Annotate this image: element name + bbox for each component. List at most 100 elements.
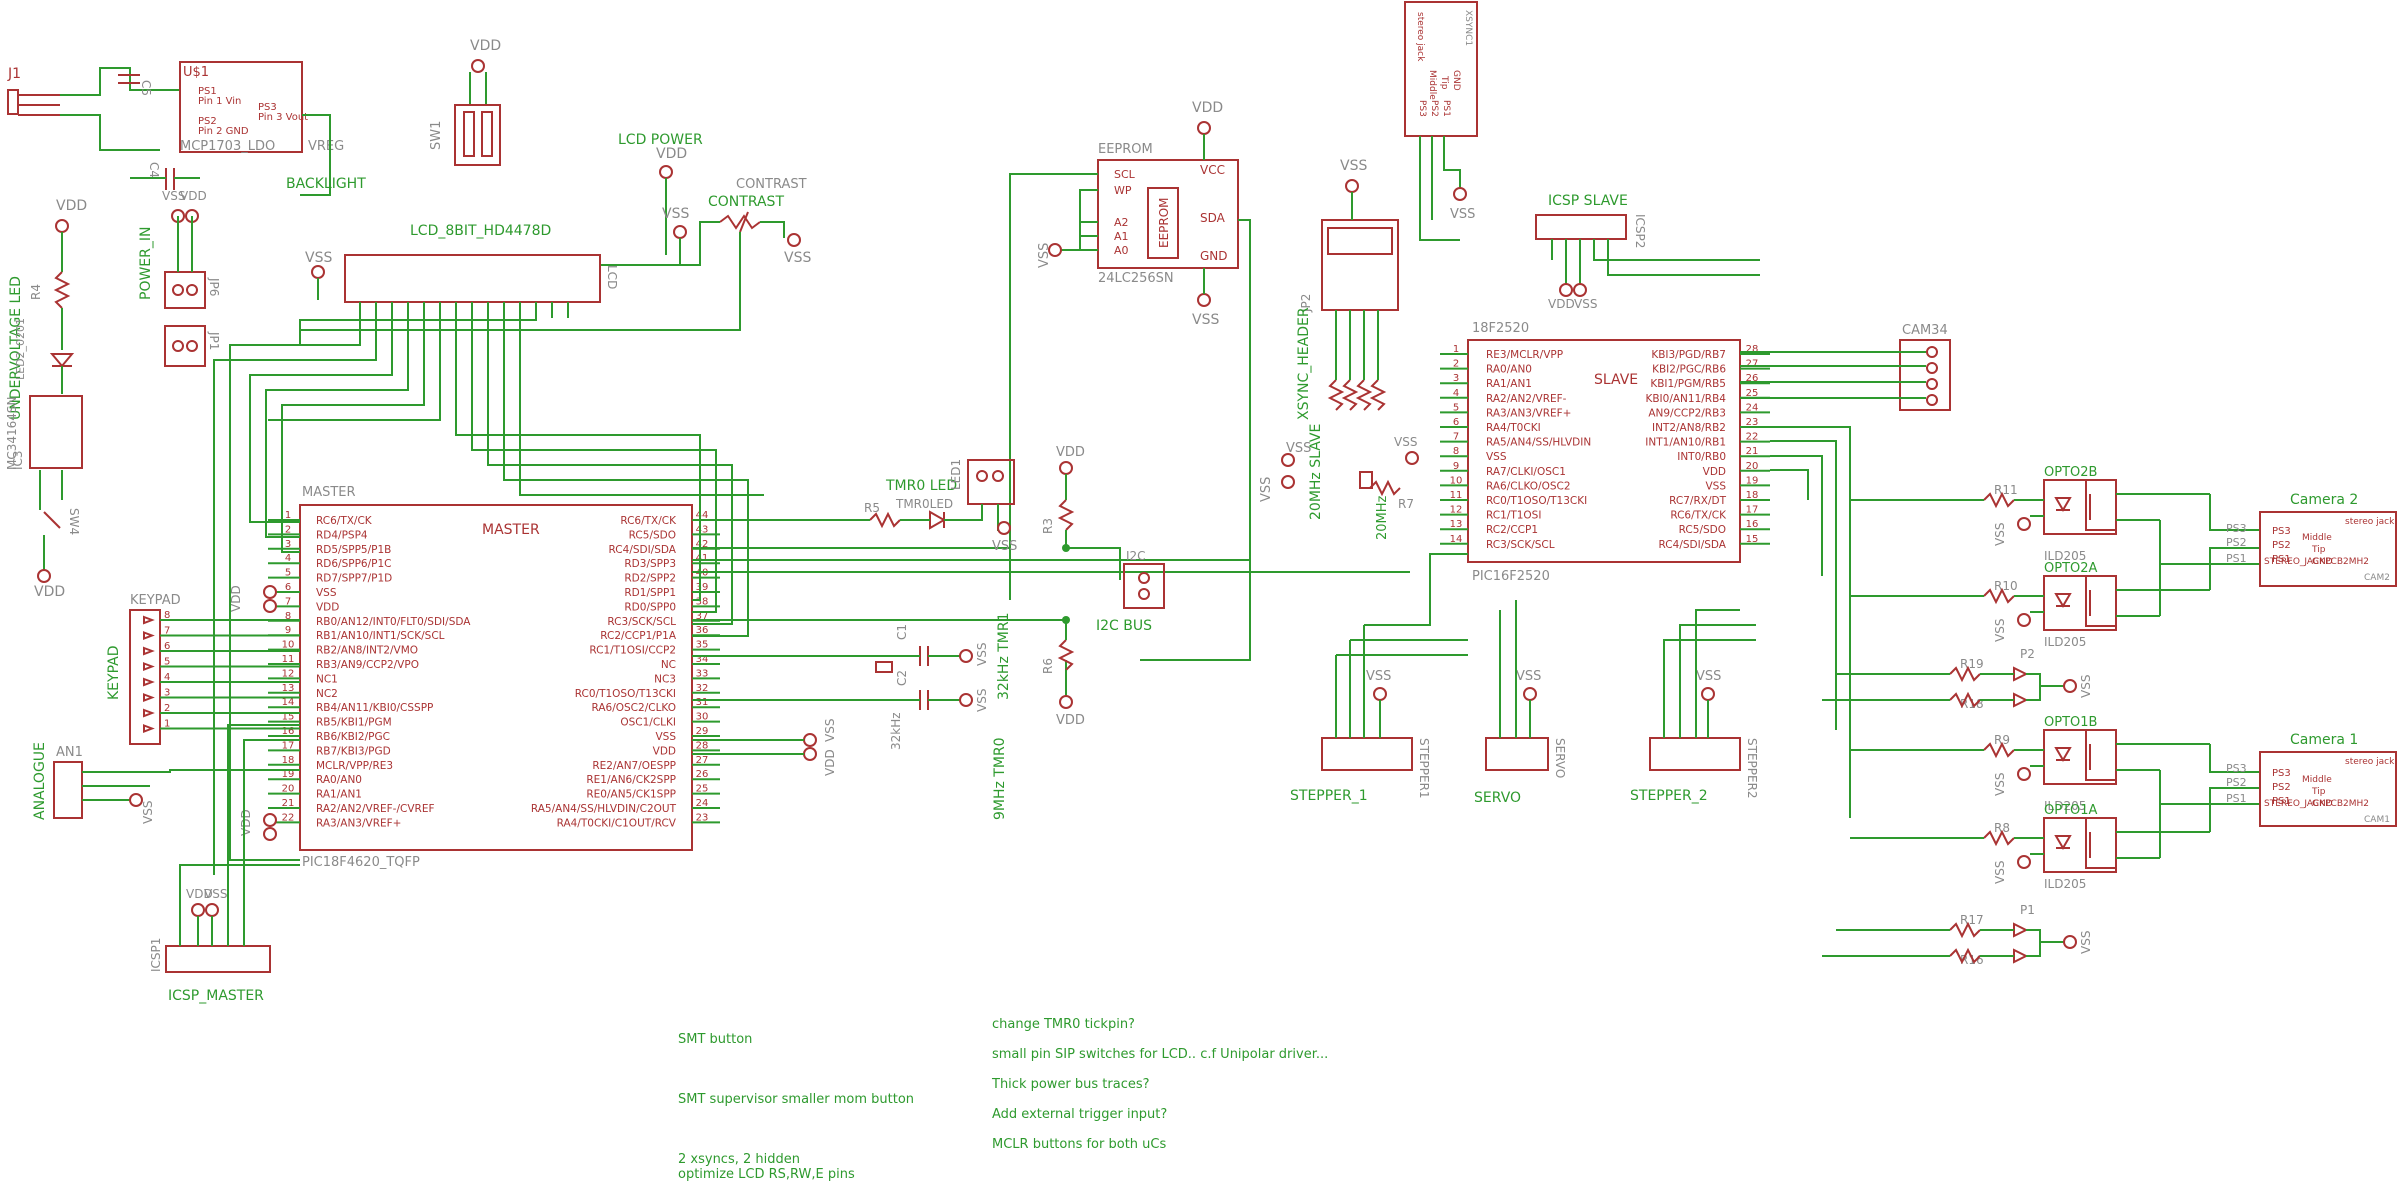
keypad-pin-number: 4	[164, 672, 170, 683]
slave-pin-name: RC4/SDI/SDA	[1659, 539, 1727, 551]
cam1-gnd-wire	[2159, 770, 2260, 858]
svg-text:9MHz TMR0: 9MHz TMR0	[992, 737, 1008, 820]
slave-pin-name: RE3/MCLR/VPP	[1486, 349, 1563, 361]
note-6: small pin SIP switches for LCD.. c.f Uni…	[992, 1047, 1328, 1062]
master-pin-name: RC2/CCP1/P1A	[600, 630, 677, 642]
keypad-pin-number: 8	[164, 610, 170, 621]
slave-pin-name: RC6/TX/CK	[1670, 510, 1727, 522]
master-pin-name: RB7/KBI3/PGD	[316, 745, 391, 757]
master-pin-number: 3	[285, 539, 291, 550]
svg-text:PS1: PS1	[198, 86, 217, 97]
opto-label: OPTO2B	[2044, 465, 2097, 480]
svg-text:stereo jack: stereo jack	[2345, 757, 2395, 767]
vss-label: VSS	[2079, 931, 2093, 954]
keypad-arrow	[143, 724, 155, 733]
camera2-label: Camera 2	[2290, 492, 2358, 508]
svg-text:VDD: VDD	[656, 146, 687, 162]
j1-label: J1	[7, 66, 21, 82]
master-pin-number: 16	[282, 726, 295, 737]
slave-opto-wire	[1770, 426, 1851, 818]
master-pin-number: 20	[282, 784, 295, 795]
vss-label: VSS	[1993, 861, 2007, 884]
slave-pin-name: RA5/AN4/SS/HLVDIN	[1486, 437, 1591, 449]
svg-text:Pin 1 Vin: Pin 1 Vin	[198, 96, 241, 107]
backlight-label: BACKLIGHT	[286, 176, 366, 192]
opto-part: ILD205	[2044, 877, 2086, 891]
master-pin-name: RE2/AN7/OESPP	[592, 760, 676, 772]
master-pin-name: RA3/AN3/VREF+	[316, 817, 401, 829]
slave-pin-name: RC7/RX/DT	[1669, 495, 1726, 507]
led-wire	[2026, 929, 2041, 957]
svg-text:stereo jack: stereo jack	[2345, 517, 2395, 527]
svg-text:JP2: JP2	[1299, 294, 1313, 313]
slave-pin-name: RC1/T1OSI	[1486, 510, 1541, 522]
slave-pin-name: VSS	[1486, 451, 1507, 463]
svg-text:18F2520: 18F2520	[1472, 321, 1529, 336]
led-diode	[2013, 922, 2029, 938]
svg-text:32kHz TMR1: 32kHz TMR1	[996, 612, 1012, 700]
icsp-master: VDD VSS ICSP1 ICSP_MASTER	[149, 724, 300, 1004]
slave-pin-number: 10	[1450, 475, 1463, 486]
slave-pin-number: 23	[1746, 417, 1759, 428]
stepper-servo-block: STEPPER1 STEPPER_1 VSS SERVO SERVO VSS S…	[1290, 553, 1759, 806]
note-3: 2 xsyncs, 2 hidden	[678, 1152, 800, 1167]
svg-text:WP: WP	[1114, 184, 1132, 197]
slave-pin-number: 24	[1746, 402, 1759, 413]
led-diode	[2013, 948, 2029, 964]
slave-pin-number: 18	[1746, 490, 1759, 501]
camera1-label: Camera 1	[2290, 732, 2358, 748]
led-resistor	[1949, 921, 1981, 939]
svg-text:VDD: VDD	[56, 198, 87, 214]
opto-outline	[2043, 479, 2117, 535]
svg-text:VSS: VSS	[975, 643, 989, 666]
opto-resistor-label: R8	[1994, 821, 2010, 835]
master-pin-number: 38	[696, 596, 709, 607]
slave-pin-name: RC0/T1OSO/T13CKI	[1486, 495, 1587, 507]
slave-pin-name: INT0/RB0	[1677, 451, 1726, 463]
svg-text:SERVO: SERVO	[1553, 738, 1567, 778]
note-9: MCLR buttons for both uCs	[992, 1137, 1166, 1152]
slave-pin-name: VSS	[1705, 480, 1726, 492]
svg-text:VSS: VSS	[823, 719, 837, 742]
opto-label: OPTO1B	[2044, 715, 2097, 730]
vss-label: VSS	[1993, 619, 2007, 642]
i2c-bus-label: I2C BUS	[1096, 618, 1152, 634]
svg-text:C5: C5	[139, 80, 153, 96]
opto-led-symbol	[2054, 747, 2072, 762]
master-pin-number: 6	[285, 582, 291, 593]
lcd-master-bus	[213, 302, 1410, 875]
svg-text:ICSP1: ICSP1	[149, 938, 163, 972]
note-4: optimize LCD RS,RW,E pins	[678, 1167, 855, 1182]
svg-text:R3: R3	[1041, 518, 1055, 534]
master-pin-name: VSS	[655, 731, 676, 743]
svg-text:PS3: PS3	[1417, 100, 1427, 117]
master-pin-name: RC4/SDI/SDA	[609, 544, 677, 556]
svg-text:VSS: VSS	[1516, 669, 1541, 684]
svg-text:Pin 3 Vout: Pin 3 Vout	[258, 112, 308, 123]
master-pin-name: RB0/AN12/INT0/FLT0/SDI/SDA	[316, 616, 471, 628]
master-pin-number: 30	[696, 712, 709, 723]
slave-pin-name: RC3/SCK/SCL	[1486, 539, 1555, 551]
svg-text:CONTRAST: CONTRAST	[736, 177, 807, 192]
svg-text:VDD: VDD	[186, 887, 213, 901]
master-pin-name: RC6/TX/CK	[316, 515, 373, 527]
slave-pin-name: RA3/AN3/VREF+	[1486, 407, 1571, 419]
master-pin-name: RA0/AN0	[316, 774, 362, 786]
slave-pin-name: RA7/CLKI/OSC1	[1486, 466, 1566, 478]
master-pin-number: 17	[282, 740, 295, 751]
svg-text:TMR0LED: TMR0LED	[895, 497, 953, 511]
master-pin-number: 2	[285, 524, 291, 535]
opto-resistor	[1983, 587, 2015, 605]
slave-pin-name: KBI1/PGM/RB5	[1650, 378, 1726, 390]
slave-pin-name: RA4/T0CKI	[1486, 422, 1541, 434]
svg-text:ICSP2: ICSP2	[1633, 214, 1647, 248]
slave-pin-name: KBI0/AN11/RB4	[1645, 393, 1726, 405]
slave-pin-number: 16	[1746, 519, 1759, 530]
led-resistor-label: R19	[1960, 657, 1984, 671]
slave-pin-number: 11	[1450, 490, 1463, 501]
led-resistor-label: R17	[1960, 913, 1984, 927]
svg-text:MC34164SN: MC34164SN	[5, 397, 19, 471]
slave-opto-wire	[1770, 455, 1823, 576]
analogue-label: ANALOGUE	[32, 742, 48, 820]
